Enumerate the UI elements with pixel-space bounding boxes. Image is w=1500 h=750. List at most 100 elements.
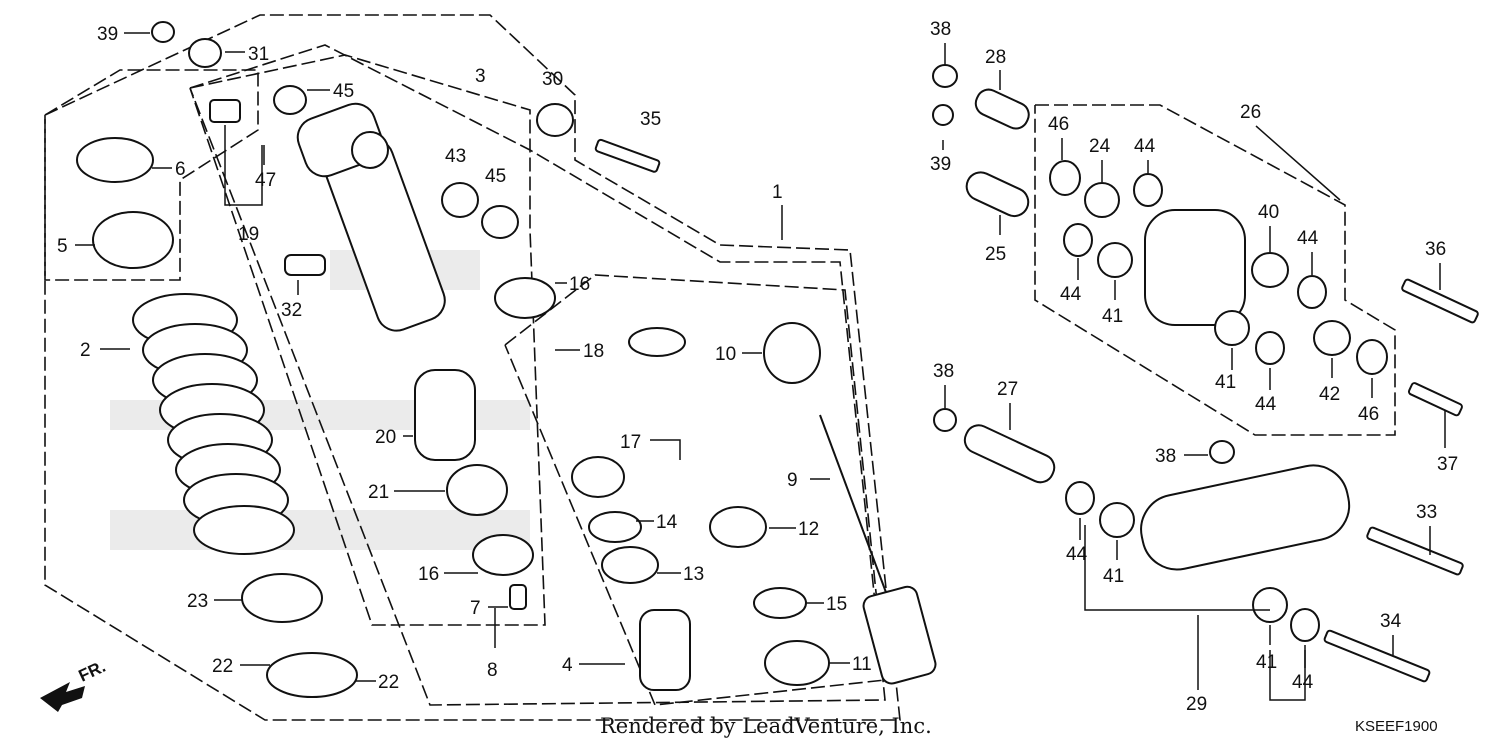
rod-guide: [639, 609, 691, 691]
bearing-41-rod: [1099, 502, 1135, 538]
nut-39-left: [151, 21, 175, 43]
part-label-47: 47: [255, 170, 276, 191]
bushing-45-mid: [481, 205, 519, 239]
part-label-23: 23: [187, 591, 208, 612]
connecting-rod-29: [1140, 464, 1351, 571]
circlip-16-bottom: [472, 534, 534, 576]
group-outlines: [44, 14, 1396, 721]
part-label-45: 45: [333, 81, 354, 102]
ring-13: [601, 546, 659, 584]
bolt-37: [1407, 382, 1463, 417]
part-label-13: 13: [683, 564, 704, 585]
part-label-25: 25: [985, 244, 1006, 265]
collar-28: [974, 88, 1030, 130]
washer-top: [628, 327, 686, 357]
part-label-39: 39: [930, 154, 951, 175]
seal-44-d: [1255, 331, 1285, 365]
outline-bladder-8: [189, 54, 546, 626]
part-label-4: 4: [562, 655, 573, 676]
cap-32: [284, 254, 326, 276]
part-label-10: 10: [715, 344, 736, 365]
part-label-36: 36: [1425, 239, 1446, 260]
part-label-20: 20: [375, 427, 396, 448]
seal-44-a: [1133, 173, 1163, 207]
outline-shock-body-3: [189, 44, 886, 706]
part-label-9: 9: [787, 470, 798, 491]
part-label-44: 44: [1134, 136, 1156, 157]
part-label-46: 46: [1358, 404, 1379, 425]
part-label-22: 22: [212, 656, 233, 677]
part-label-44: 44: [1060, 284, 1082, 305]
bladder-20: [414, 369, 476, 461]
part-label-28: 28: [985, 47, 1006, 68]
part-shapes: [76, 21, 1479, 701]
ring-14: [588, 511, 642, 543]
part-label-33: 33: [1416, 502, 1437, 523]
collar-31: [188, 38, 222, 68]
coil-spring: [132, 293, 295, 555]
part-label-17: 17: [620, 432, 641, 453]
bolt-35: [594, 138, 661, 173]
part-label-6: 6: [175, 159, 186, 180]
bearing-41-link2: [1214, 310, 1250, 346]
front-arrow-icon: [40, 682, 85, 712]
part-label-19: 19: [238, 224, 259, 245]
outline-linkage-26: [1034, 104, 1396, 436]
bearing-42: [1313, 320, 1351, 356]
part-label-37: 37: [1437, 454, 1458, 475]
seal-44-c: [1297, 275, 1327, 309]
linkage-body-26: [1144, 209, 1246, 326]
part-label-3: 3: [475, 66, 486, 87]
outline-spring-adjuster: [44, 69, 259, 281]
o-ring-15: [753, 587, 807, 619]
bolt-36: [1401, 278, 1479, 324]
part-label-35: 35: [640, 109, 661, 130]
part-label-12: 12: [798, 519, 819, 540]
part-label-18: 18: [583, 341, 604, 362]
part-label-44: 44: [1297, 228, 1319, 249]
bracket-44-41-bottom2: [1269, 650, 1306, 701]
nut-38-mid: [933, 408, 957, 432]
circlip-16-top: [494, 277, 556, 319]
front-label: FR.: [76, 657, 109, 686]
outline-damper-4: [504, 274, 886, 706]
seal-44-e: [1065, 481, 1095, 515]
collar-27: [963, 424, 1056, 484]
collar-30: [536, 103, 574, 137]
bearing-43: [441, 182, 479, 218]
part-label-22: 22: [378, 672, 399, 693]
part-label-41: 41: [1256, 652, 1277, 673]
part-label-27: 27: [997, 379, 1018, 400]
seal-44-b: [1063, 223, 1093, 257]
bolt-34: [1323, 629, 1431, 683]
part-label-43: 43: [445, 146, 466, 167]
bump-rubber-10: [763, 322, 821, 384]
bearing-41-rod2: [1252, 587, 1288, 623]
part-label-15: 15: [826, 594, 847, 615]
leader-line-26: [1255, 125, 1341, 201]
adjuster-nut-5: [92, 211, 174, 269]
shock-body: [296, 102, 446, 332]
part-label-29: 29: [1186, 694, 1207, 715]
valve-19: [209, 99, 241, 123]
part-label-44: 44: [1066, 544, 1088, 565]
bearing-41-link: [1097, 242, 1133, 278]
nut-39-right: [932, 104, 954, 126]
part-label-38: 38: [930, 19, 951, 40]
part-label-24: 24: [1089, 136, 1111, 157]
bracket-44-41-bottom: [1084, 525, 1270, 611]
stopper-ring-22: [266, 652, 358, 698]
part-label-1: 1: [772, 182, 783, 203]
bracket-17: [650, 439, 681, 460]
part-label-38: 38: [1155, 446, 1176, 467]
rod-end-9: [862, 585, 937, 685]
part-label-42: 42: [1319, 384, 1340, 405]
front-direction-indicator: FR.: [40, 657, 109, 712]
part-label-14: 14: [656, 512, 678, 533]
part-label-8: 8: [487, 660, 498, 681]
part-label-31: 31: [248, 44, 269, 65]
lock-nut-6: [76, 137, 154, 183]
collar-25: [965, 171, 1030, 218]
